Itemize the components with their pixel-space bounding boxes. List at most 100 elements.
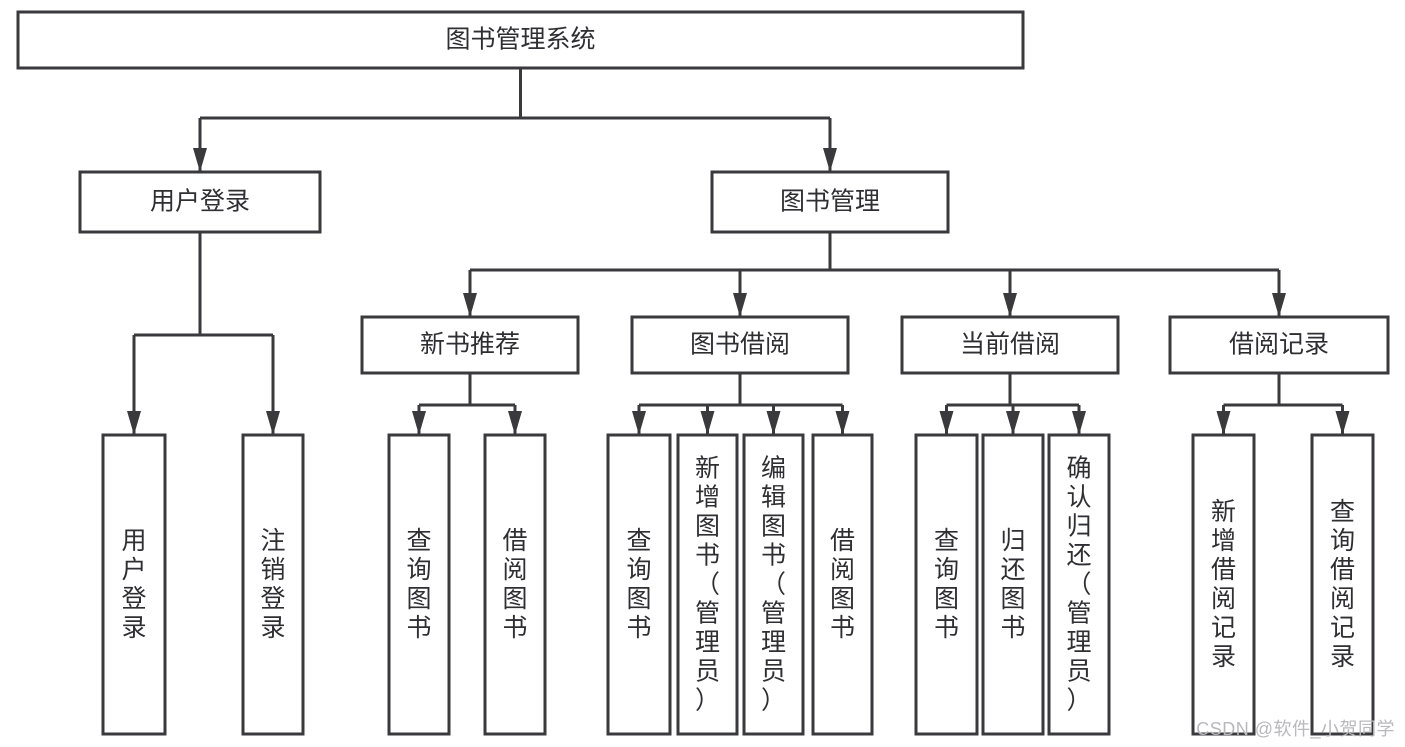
node-root[interactable]: 图书管理系统 xyxy=(16,10,1025,70)
arrow-head xyxy=(823,148,837,172)
node-box[interactable] xyxy=(1168,315,1390,375)
arrow-head xyxy=(700,411,715,435)
node-label-char: 员 xyxy=(1066,658,1091,686)
node-label: 新书推荐 xyxy=(420,331,520,359)
arrow-head xyxy=(266,411,280,435)
node-layer: 图书管理系统用户登录图书管理新书推荐图书借阅当前借阅借阅记录用户登录注销登录查询… xyxy=(16,10,1390,736)
node-label-char: 询 xyxy=(626,556,651,584)
node-label-char: 图 xyxy=(761,513,786,541)
node-box[interactable] xyxy=(1191,433,1256,736)
node-label-char: 书 xyxy=(695,542,720,570)
node-label-char: 新 xyxy=(1211,498,1236,526)
node-box[interactable] xyxy=(387,433,451,736)
node-label-char: 新 xyxy=(695,455,720,483)
node-box[interactable] xyxy=(900,315,1120,375)
node-label-char: 阅 xyxy=(502,556,527,584)
node-label-char: 书 xyxy=(502,614,527,642)
node-box[interactable] xyxy=(1047,433,1111,736)
node-label-char: ） xyxy=(695,687,720,715)
node-l2-a[interactable]: 新书推荐 xyxy=(360,315,580,375)
node-label: 图书管理 xyxy=(780,188,880,216)
node-label-char: 录 xyxy=(260,614,285,642)
watermark-text: CSDN @软件_小贺同学 xyxy=(1196,719,1395,739)
node-box[interactable] xyxy=(78,170,322,234)
arrow-head xyxy=(127,411,141,435)
connector-group xyxy=(1216,373,1350,435)
node-box[interactable] xyxy=(241,433,305,736)
node-l2-c[interactable]: 当前借阅 xyxy=(900,315,1120,375)
node-box[interactable] xyxy=(101,433,167,736)
arrow-head xyxy=(193,148,207,172)
node-box[interactable] xyxy=(483,433,547,736)
node-box[interactable] xyxy=(630,315,850,375)
node-label-char: 管 xyxy=(695,600,720,628)
node-label-char: 书 xyxy=(830,614,855,642)
node-label: 图书管理系统 xyxy=(445,26,595,54)
node-label-char: 归 xyxy=(1000,527,1025,555)
connector-group xyxy=(463,232,1286,317)
node-label-char: 图 xyxy=(695,513,720,541)
node-label-char: 记 xyxy=(1330,614,1355,642)
node-box[interactable] xyxy=(360,315,580,375)
node-label-char: 借 xyxy=(1330,556,1355,584)
node-label-char: 还 xyxy=(1000,556,1025,584)
node-label-char: 书 xyxy=(934,614,959,642)
node-label-char: 理 xyxy=(761,629,786,657)
node-l1-b[interactable]: 图书管理 xyxy=(710,170,950,234)
node-box[interactable] xyxy=(1310,433,1375,736)
node-label-char: 销 xyxy=(260,556,285,584)
node-label-char: 录 xyxy=(121,614,146,642)
node-label-char: 图 xyxy=(830,585,855,613)
node-label-char: 询 xyxy=(406,556,431,584)
node-box[interactable] xyxy=(710,170,950,234)
node-box[interactable] xyxy=(811,433,874,736)
node-label-char: 增 xyxy=(1211,527,1236,555)
node-label-char: 借 xyxy=(830,527,855,555)
arrow-head xyxy=(1006,411,1020,435)
node-label: 当前借阅 xyxy=(960,331,1060,359)
node-label-char: 户 xyxy=(121,556,146,584)
node-label-char: 查 xyxy=(1330,498,1355,526)
node-box[interactable] xyxy=(606,433,672,736)
node-box[interactable] xyxy=(981,433,1045,736)
node-label-char: 图 xyxy=(502,585,527,613)
connector-layer xyxy=(127,68,1350,435)
node-label-char: 阅 xyxy=(1211,585,1236,613)
node-box[interactable] xyxy=(16,10,1025,70)
node-label-char: 记 xyxy=(1211,614,1236,642)
node-label-char: 用 xyxy=(121,527,146,555)
node-label-char: 员 xyxy=(695,658,720,686)
node-label-char: 图 xyxy=(626,585,651,613)
node-l1-a[interactable]: 用户登录 xyxy=(78,170,322,234)
node-l2-b[interactable]: 图书借阅 xyxy=(630,315,850,375)
node-l2-d[interactable]: 借阅记录 xyxy=(1168,315,1390,375)
node-label-char: 还 xyxy=(1066,542,1091,570)
arrow-head xyxy=(1072,411,1086,435)
arrow-head xyxy=(1272,293,1286,317)
node-label-char: 注 xyxy=(260,527,285,555)
node-box[interactable] xyxy=(914,433,979,736)
node-box[interactable] xyxy=(742,433,805,736)
connector-group xyxy=(939,373,1086,435)
node-label-char: ） xyxy=(761,687,786,715)
node-label-char: （ xyxy=(1066,571,1091,599)
node-label-char: 员 xyxy=(761,658,786,686)
node-leaf-1[interactable]: 用户登录 xyxy=(101,433,167,736)
node-label: 图书借阅 xyxy=(690,331,790,359)
node-label-char: 录 xyxy=(1330,643,1355,671)
node-label: 借阅记录 xyxy=(1229,331,1329,359)
node-label-char: 书 xyxy=(406,614,431,642)
node-box[interactable] xyxy=(676,433,739,736)
